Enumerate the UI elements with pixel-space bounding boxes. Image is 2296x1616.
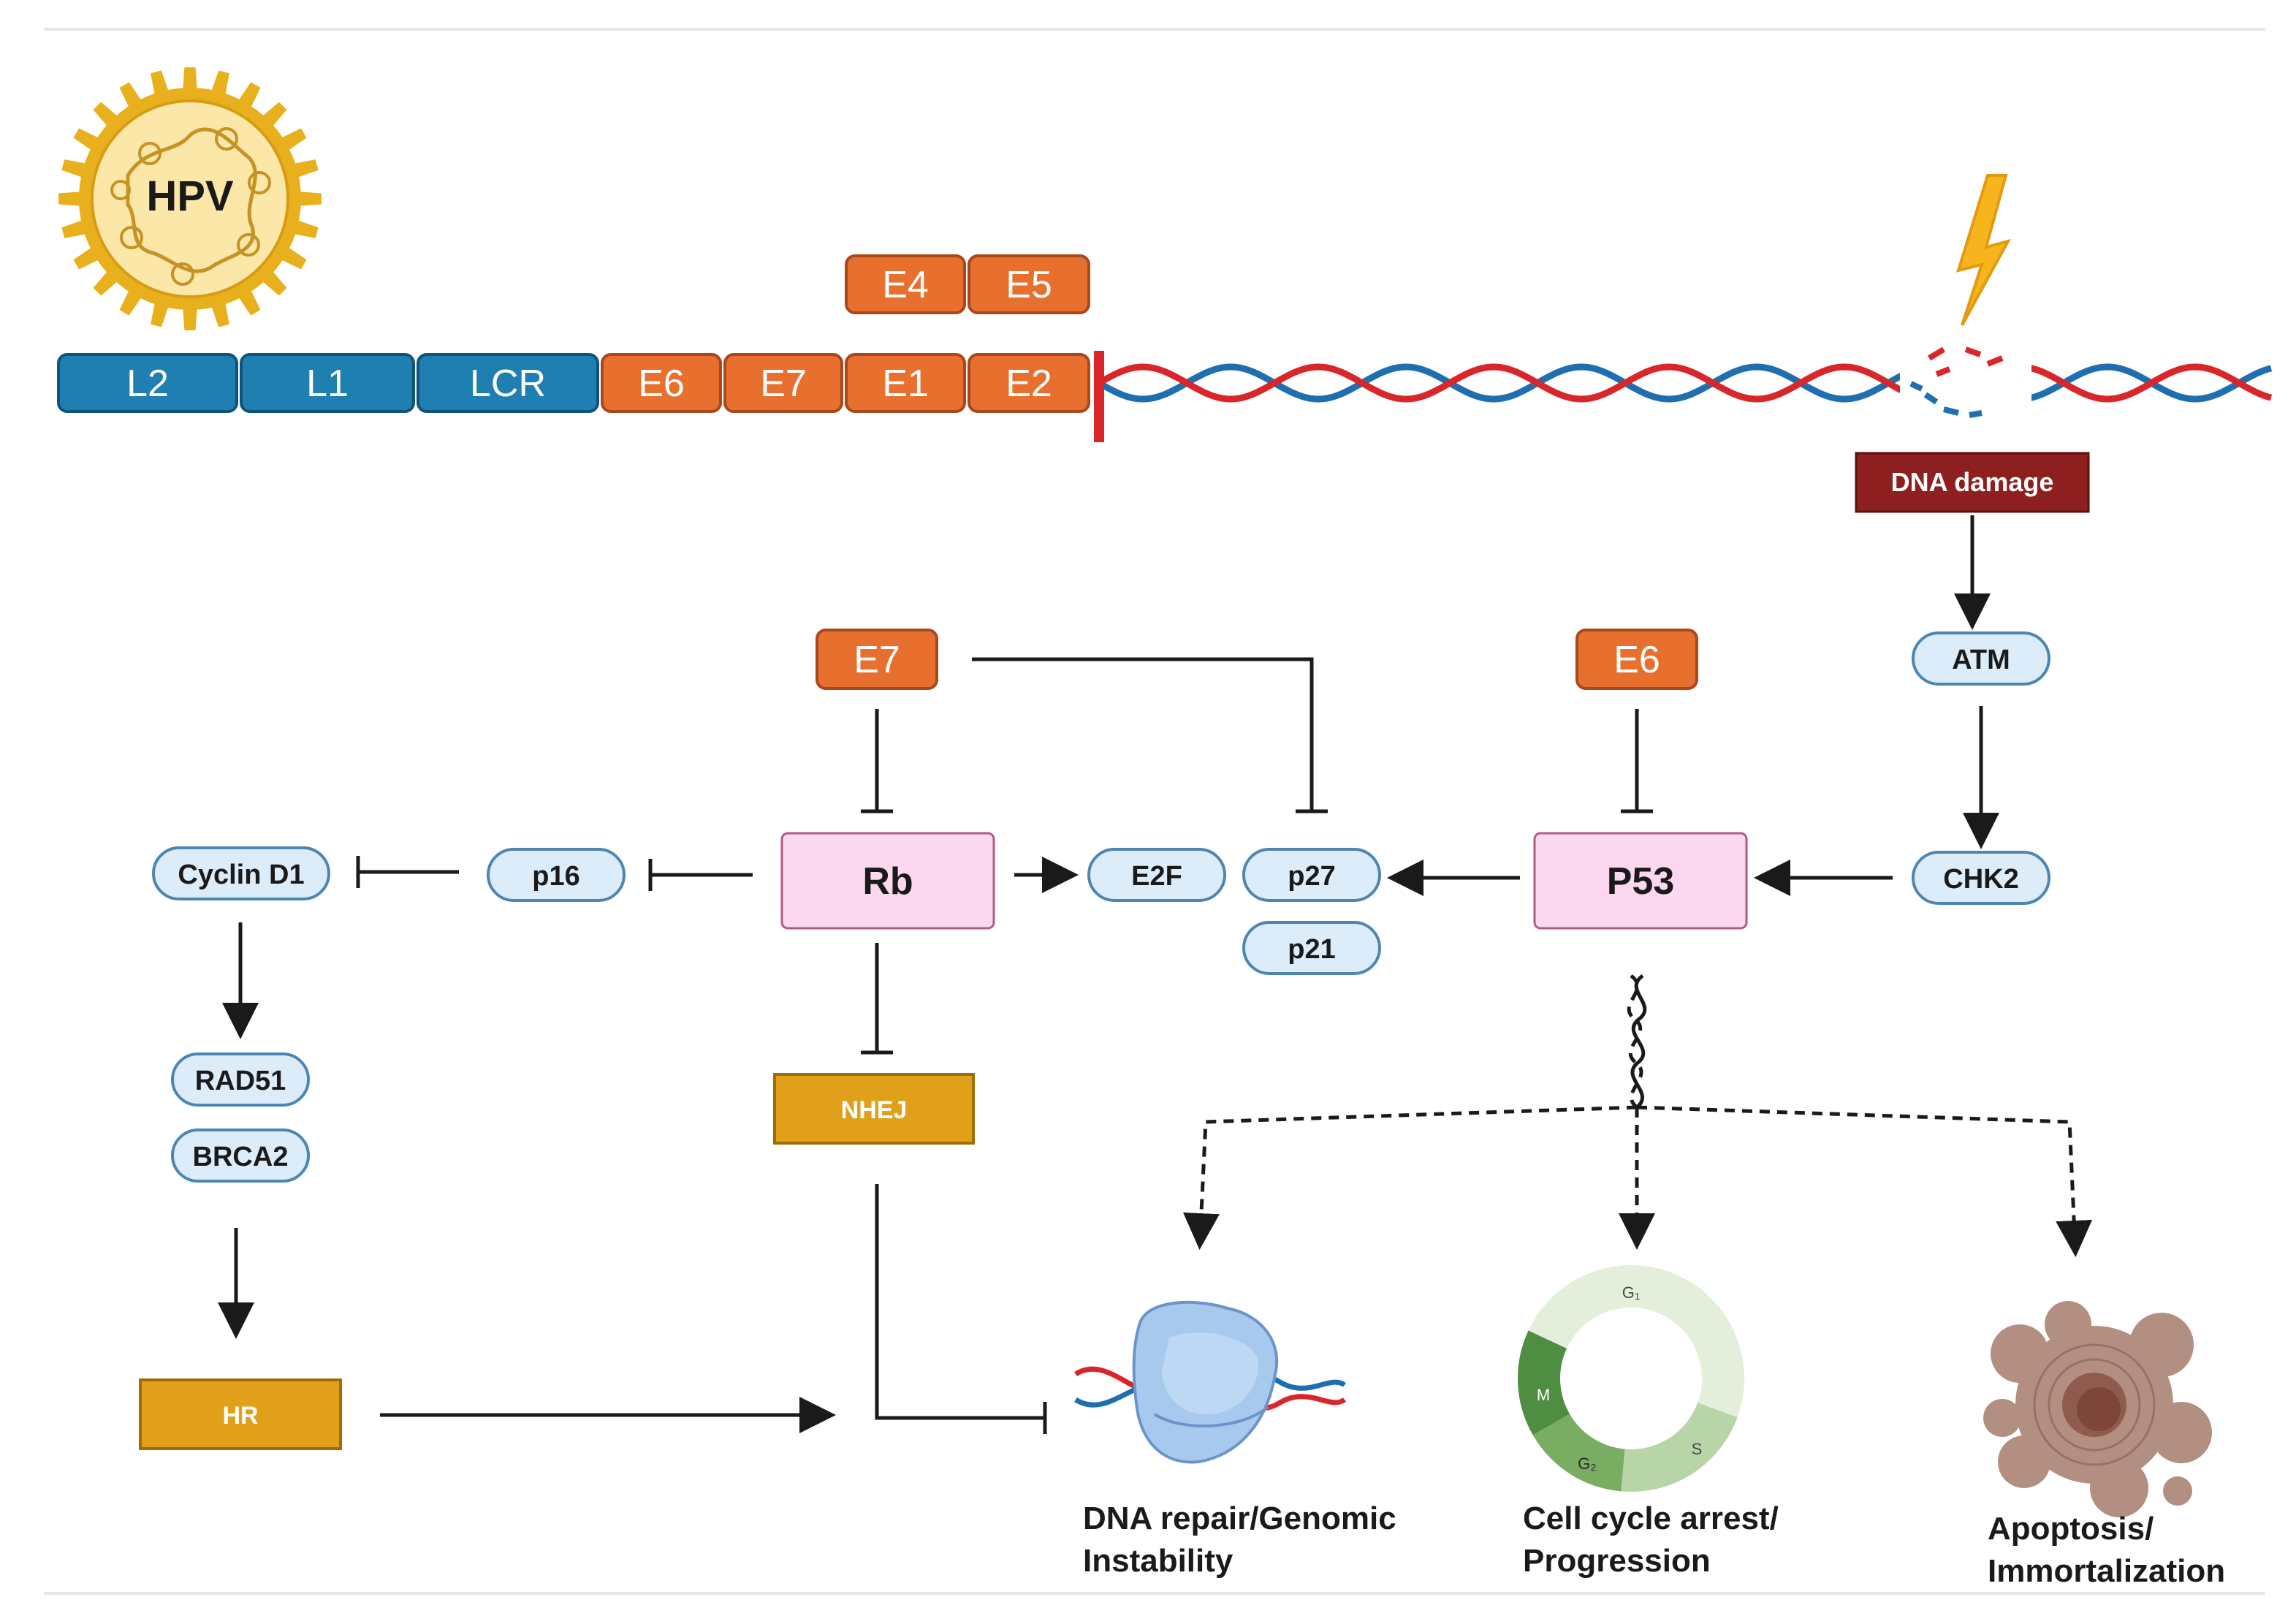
hpv-virus-icon: HPV <box>58 67 322 330</box>
inhibit-p16-cyclin-d1 <box>356 856 459 888</box>
hpv-label: HPV <box>146 172 234 220</box>
atm-label: ATM <box>1952 645 2010 675</box>
viral-genome: L2 L1 LCR E6 E7 E1 E2 E4 E5 <box>57 254 1090 413</box>
brca2-label: BRCA2 <box>193 1142 289 1172</box>
gene-e2-label: E2 <box>1006 363 1052 405</box>
inhibit-rb-p16 <box>648 859 753 891</box>
e2f-node <box>1087 848 1226 902</box>
outcome-cycle-line1: Cell cycle arrest/ <box>1523 1501 1779 1536</box>
gene-e6 <box>601 353 722 413</box>
cell-cycle-ring-icon: G₁ S G₂ M <box>1518 1265 1744 1492</box>
inhibit-e7-rb <box>861 709 893 813</box>
dna-damage-box <box>1855 452 2090 513</box>
p21-label: p21 <box>1288 934 1335 965</box>
phase-s-label: S <box>1692 1440 1703 1458</box>
outcome-apoptosis-line1: Apoptosis/ <box>1988 1511 2154 1547</box>
gene-e4 <box>845 254 966 314</box>
gene-e5-label: E5 <box>1006 264 1052 306</box>
gene-e1 <box>845 353 966 413</box>
cyclin-d1-label: Cyclin D1 <box>178 860 304 890</box>
pathway-nodes: ATM CHK2 E2F p27 p21 p16 Cyclin D1 RAD51… <box>152 631 2050 1183</box>
p21-node <box>1242 921 1381 975</box>
capsid-spike <box>58 191 85 207</box>
outcome-apoptosis-line2: Immortalization <box>1988 1553 2225 1589</box>
phase-g1-label: G₁ <box>1622 1283 1641 1302</box>
inhibit-e7-p27 <box>972 657 1328 813</box>
cyclin-d1-node <box>152 846 330 900</box>
dna-damage-label: DNA damage <box>1891 467 2054 497</box>
gene-lcr-label: LCR <box>470 363 546 405</box>
phase-m-label: M <box>1537 1386 1550 1404</box>
hr-label: HR <box>222 1402 258 1430</box>
p16-node <box>487 848 626 902</box>
nhej-label: NHEJ <box>841 1096 908 1124</box>
gene-e5 <box>968 254 1090 314</box>
phase-g2-label: G₂ <box>1578 1454 1597 1473</box>
gene-e6-label: E6 <box>638 363 685 405</box>
p27-label: p27 <box>1288 861 1335 892</box>
rb-label: Rb <box>862 860 913 903</box>
p53-label: P53 <box>1607 860 1675 903</box>
broken-dna-fragments <box>1909 346 2004 418</box>
hr-box <box>139 1378 342 1450</box>
e7-label: E7 <box>854 639 900 681</box>
atm-node <box>1912 631 2050 686</box>
gene-e2 <box>968 353 1090 413</box>
lightning-icon <box>1956 174 2011 326</box>
p53-outcome-dashed <box>1182 974 2093 1257</box>
pathway-connectors <box>218 515 2093 1434</box>
dna-repair-complex-icon <box>1074 1300 1347 1464</box>
capsid-spike <box>295 191 322 207</box>
gene-e7 <box>723 353 843 413</box>
gene-l2-label: L2 <box>126 363 169 405</box>
chk2-label: CHK2 <box>1943 864 2018 895</box>
gene-lcr <box>417 353 599 413</box>
nhej-box <box>773 1073 975 1145</box>
inhibit-e6-p53 <box>1621 709 1653 813</box>
dna-helix <box>1097 340 2273 428</box>
outcome-repair-line1: DNA repair/Genomic <box>1083 1501 1396 1536</box>
outcome-cycle-line2: Progression <box>1523 1543 1711 1579</box>
e6-label: E6 <box>1613 639 1660 681</box>
apoptotic-cell-icon <box>1983 1301 2212 1517</box>
gene-e1-label: E1 <box>882 363 929 405</box>
capsid-spike <box>182 304 198 330</box>
p16-label: p16 <box>532 861 579 892</box>
outcome-repair-line2: Instability <box>1083 1543 1233 1579</box>
e7-protein <box>816 629 938 690</box>
brca2-node <box>171 1128 310 1183</box>
chk2-node <box>1912 851 2050 905</box>
inhibit-rb-nhej <box>861 943 893 1055</box>
gene-l1 <box>240 353 415 413</box>
p53-node <box>1533 832 1748 930</box>
rb-node <box>780 832 995 930</box>
gene-l2 <box>57 353 238 413</box>
p27-node <box>1242 848 1381 902</box>
rad51-node <box>171 1052 310 1107</box>
gene-e4-label: E4 <box>882 264 929 306</box>
gene-l1-label: L1 <box>306 363 349 405</box>
e2f-label: E2F <box>1131 861 1182 892</box>
e6-protein <box>1575 629 1698 690</box>
rad51-label: RAD51 <box>195 1066 286 1096</box>
capsid-spike <box>182 67 198 94</box>
gene-e7-label: E7 <box>760 363 807 405</box>
inhibit-nhej-repair <box>875 1184 1047 1434</box>
